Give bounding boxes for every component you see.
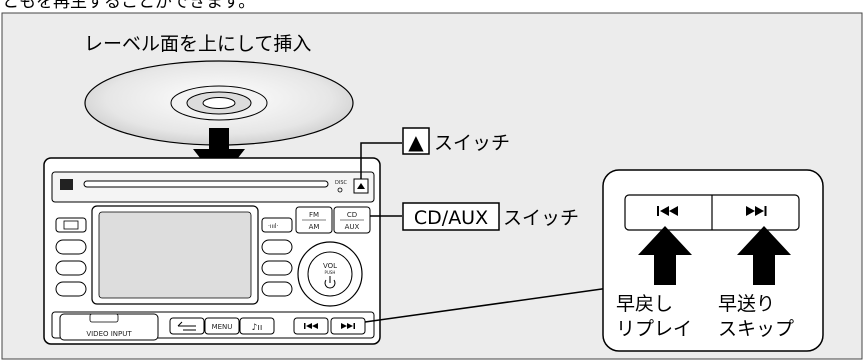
cd-label: CD [347, 211, 357, 219]
disc-indicator-label: DISC [335, 180, 347, 186]
eject-switch-label: スイッチ [434, 132, 510, 154]
insert-arrow [193, 128, 245, 182]
skip-buttons-callout: 早戻し リプレイ 早送り スキップ [602, 169, 824, 352]
preset-button-3[interactable] [55, 281, 87, 297]
display-button[interactable] [55, 217, 87, 233]
forward-icon [746, 206, 767, 216]
rewind-pointer-arrow [638, 226, 692, 285]
svg-text:·ıııl·: ·ıııl· [268, 223, 279, 230]
am-label: AM [309, 223, 320, 231]
preset-button-6[interactable] [261, 281, 293, 297]
eject-icon [357, 183, 365, 189]
aux-label: AUX [345, 223, 360, 231]
fm-label: FM [309, 211, 319, 219]
cdaux-switch-box [402, 202, 500, 231]
disc-slot [83, 180, 329, 188]
power-icon [324, 276, 336, 289]
unit-forward-icon [341, 323, 355, 329]
forward-label-line1: 早送り [718, 293, 775, 315]
video-input-label: VIDEO INPUT [86, 330, 132, 338]
push-label: PUSH [325, 270, 336, 275]
rewind-icon [657, 206, 678, 216]
menu-label: MENU [212, 323, 233, 331]
forward-label-line2: スキップ [718, 318, 794, 340]
leader-lines [360, 142, 610, 323]
preset-button-1[interactable] [55, 239, 87, 255]
music-icon: ♪ıı [252, 323, 263, 333]
cd-disc [84, 60, 354, 146]
unit-logo [60, 179, 73, 190]
menu-button[interactable] [204, 317, 240, 335]
music-button[interactable] [239, 317, 275, 335]
display-icon [63, 220, 79, 230]
audio-button[interactable] [261, 217, 293, 233]
rewind-label-line1: 早戻し [616, 293, 673, 315]
insert-label: レーベル面を上にして挿入 [84, 33, 311, 55]
preset-button-4[interactable] [261, 239, 293, 255]
back-icon [177, 321, 196, 331]
preset-button-2[interactable] [55, 260, 87, 276]
vol-label: VOL [323, 262, 337, 270]
forward-pointer-arrow [737, 226, 791, 285]
preset-button-5[interactable] [261, 260, 293, 276]
top-text: ともを再生することができます。 [2, 0, 255, 12]
eject-switch-symbol: ▲ [408, 130, 424, 154]
cdaux-switch-box-label: CD/AUX [414, 207, 488, 229]
rewind-label-line2: リプレイ [616, 318, 692, 340]
eject-switch-box [402, 127, 430, 155]
cdaux-switch-label: スイッチ [503, 207, 579, 229]
unit-rewind-icon [304, 323, 318, 329]
audio-head-unit: DISC ·ıııl· FM AM CD AUX VOL PUSH [43, 157, 381, 345]
